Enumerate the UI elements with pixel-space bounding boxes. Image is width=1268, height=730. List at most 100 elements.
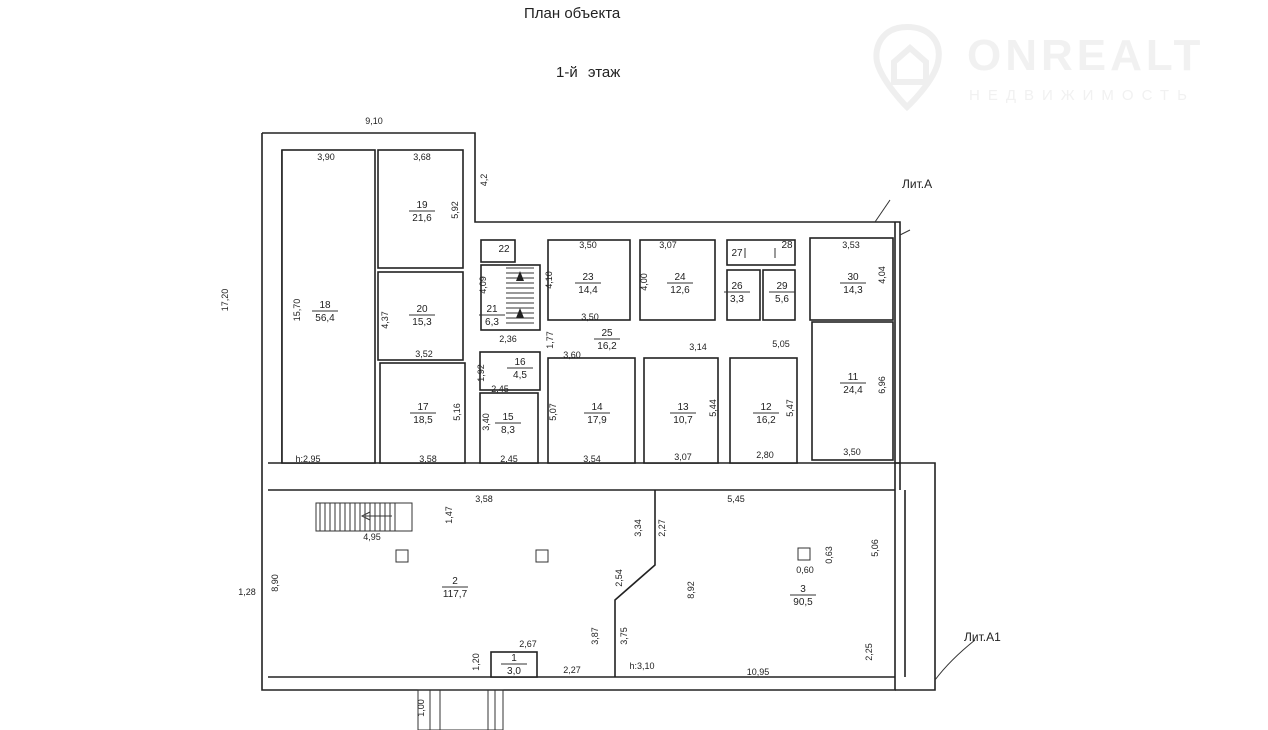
room-number: 1 — [511, 653, 517, 664]
lit-a1-label: Лит.А1 — [964, 630, 1001, 644]
room-19-label: 19 21,6 — [409, 200, 435, 224]
dimension-label: 5,06 — [870, 539, 880, 557]
dimension-label: 5,44 — [708, 399, 718, 417]
room-area: 10,7 — [673, 415, 693, 426]
dimension-label: 3,50 — [843, 447, 861, 457]
room-number: 15 — [502, 412, 514, 423]
dimension-label: 3,87 — [590, 627, 600, 645]
staircase-upper — [506, 267, 534, 324]
dimension-label: 4,2 — [479, 174, 489, 187]
room-area: 15,3 — [412, 317, 432, 328]
room-area: 16,2 — [756, 415, 776, 426]
room-27-label: 27 — [731, 248, 743, 259]
dimension-label: 4,00 — [639, 273, 649, 291]
dimension-label: 2,36 — [499, 334, 517, 344]
room-number: 25 — [601, 328, 613, 339]
dimension-label: 4,95 — [363, 532, 381, 542]
room-number: 11 — [848, 372, 859, 383]
dimension-label: 3,07 — [674, 452, 692, 462]
room-area: 3,3 — [730, 294, 744, 305]
dimension-label: 3,50 — [581, 312, 599, 322]
dimension-label: 2,27 — [657, 519, 667, 537]
room-area: 8,3 — [501, 425, 515, 436]
room-area: 56,4 — [315, 313, 335, 324]
arrow-up-icon — [516, 308, 524, 318]
dimension-label: 2,45 — [500, 454, 518, 464]
room-13-label: 13 10,7 — [670, 402, 696, 426]
dimension-label: 3,53 — [842, 240, 860, 250]
room-1-label: 13,0 — [501, 653, 527, 677]
dimension-label: 3,14 — [689, 342, 707, 352]
dimension-label: 3,68 — [413, 152, 431, 162]
dimension-label: 0,60 — [796, 565, 814, 575]
dimension-label: 15,70 — [292, 299, 302, 322]
dimension-label: 4,37 — [380, 311, 390, 329]
dimension-label: 3,58 — [419, 454, 437, 464]
dimension-label: 3,75 — [619, 627, 629, 645]
room-area: 6,3 — [485, 317, 499, 328]
room-number: 20 — [416, 304, 428, 315]
dimension-label: 3,90 — [317, 152, 335, 162]
room-22-label: 22 — [498, 244, 510, 255]
room-number: 18 — [319, 300, 331, 311]
room-number: 24 — [674, 272, 686, 283]
dimension-label: 4,09 — [478, 276, 488, 294]
room-number: 28 — [781, 240, 793, 251]
room-area: 21,6 — [412, 213, 432, 224]
room-number: 16 — [514, 357, 526, 368]
dimension-label: 3,34 — [633, 519, 643, 537]
svg-text:НЕДВИЖИМОСТЬ: НЕДВИЖИМОСТЬ — [969, 87, 1195, 104]
room-number: 19 — [416, 200, 428, 211]
dimension-label: 2,45 — [491, 384, 509, 394]
room-20-label: 20 15,3 — [409, 304, 435, 328]
room-area: 117,7 — [443, 589, 468, 600]
dimension-label: 1,20 — [471, 653, 481, 671]
room-number: 17 — [417, 402, 429, 413]
room-area: 24,4 — [843, 385, 863, 396]
room-area: 18,5 — [413, 415, 433, 426]
room-area: 90,5 — [793, 597, 813, 608]
dimension-label: h:3,10 — [629, 661, 654, 671]
house-pin-icon — [873, 23, 942, 112]
dimension-label: 5,05 — [772, 339, 790, 349]
dimension-label: 8,90 — [270, 574, 280, 592]
room-area: 16,2 — [597, 341, 617, 352]
dimension-label: 2,27 — [563, 665, 581, 675]
room-number: 29 — [776, 281, 788, 292]
dimension-label: 17,20 — [220, 289, 230, 312]
dimension-label: 2,25 — [864, 643, 874, 661]
room-number: 3 — [800, 584, 806, 595]
dimension-label: 5,47 — [785, 399, 795, 417]
room-area: 4,5 — [513, 370, 527, 381]
dimension-label: 3,60 — [563, 350, 581, 360]
room-11-label: 11 24,4 — [840, 372, 866, 396]
dimension-label: 3,50 — [579, 240, 597, 250]
floor-label: 1-й этаж — [556, 64, 621, 81]
dimension-label: 3,54 — [583, 454, 601, 464]
room-number: 13 — [677, 402, 689, 413]
dimension-label: 3,58 — [475, 494, 493, 504]
dimension-label: h:2,95 — [295, 454, 320, 464]
room-15-label: 158,3 — [495, 412, 521, 436]
dimension-label: 1,47 — [444, 506, 454, 524]
room-area: 3,0 — [507, 666, 521, 677]
room-number: 22 — [498, 244, 510, 255]
dimension-label: 1,77 — [545, 331, 555, 349]
room-25-label: 25 16,2 — [594, 328, 620, 352]
dimension-label: 1,28 — [238, 587, 256, 597]
dimension-label: 8,92 — [686, 581, 696, 599]
dimension-label: 2,80 — [756, 450, 774, 460]
arrow-up-icon — [516, 271, 524, 281]
room-area: 12,6 — [670, 285, 690, 296]
room-area: 5,6 — [775, 294, 789, 305]
room-18-label: 18 56,4 — [312, 300, 338, 324]
room-17-label: 17 18,5 — [410, 402, 436, 426]
dimension-label: 4,10 — [544, 271, 554, 289]
dimension-label: 1,92 — [476, 364, 486, 382]
room-28-label: 28 — [781, 240, 793, 251]
